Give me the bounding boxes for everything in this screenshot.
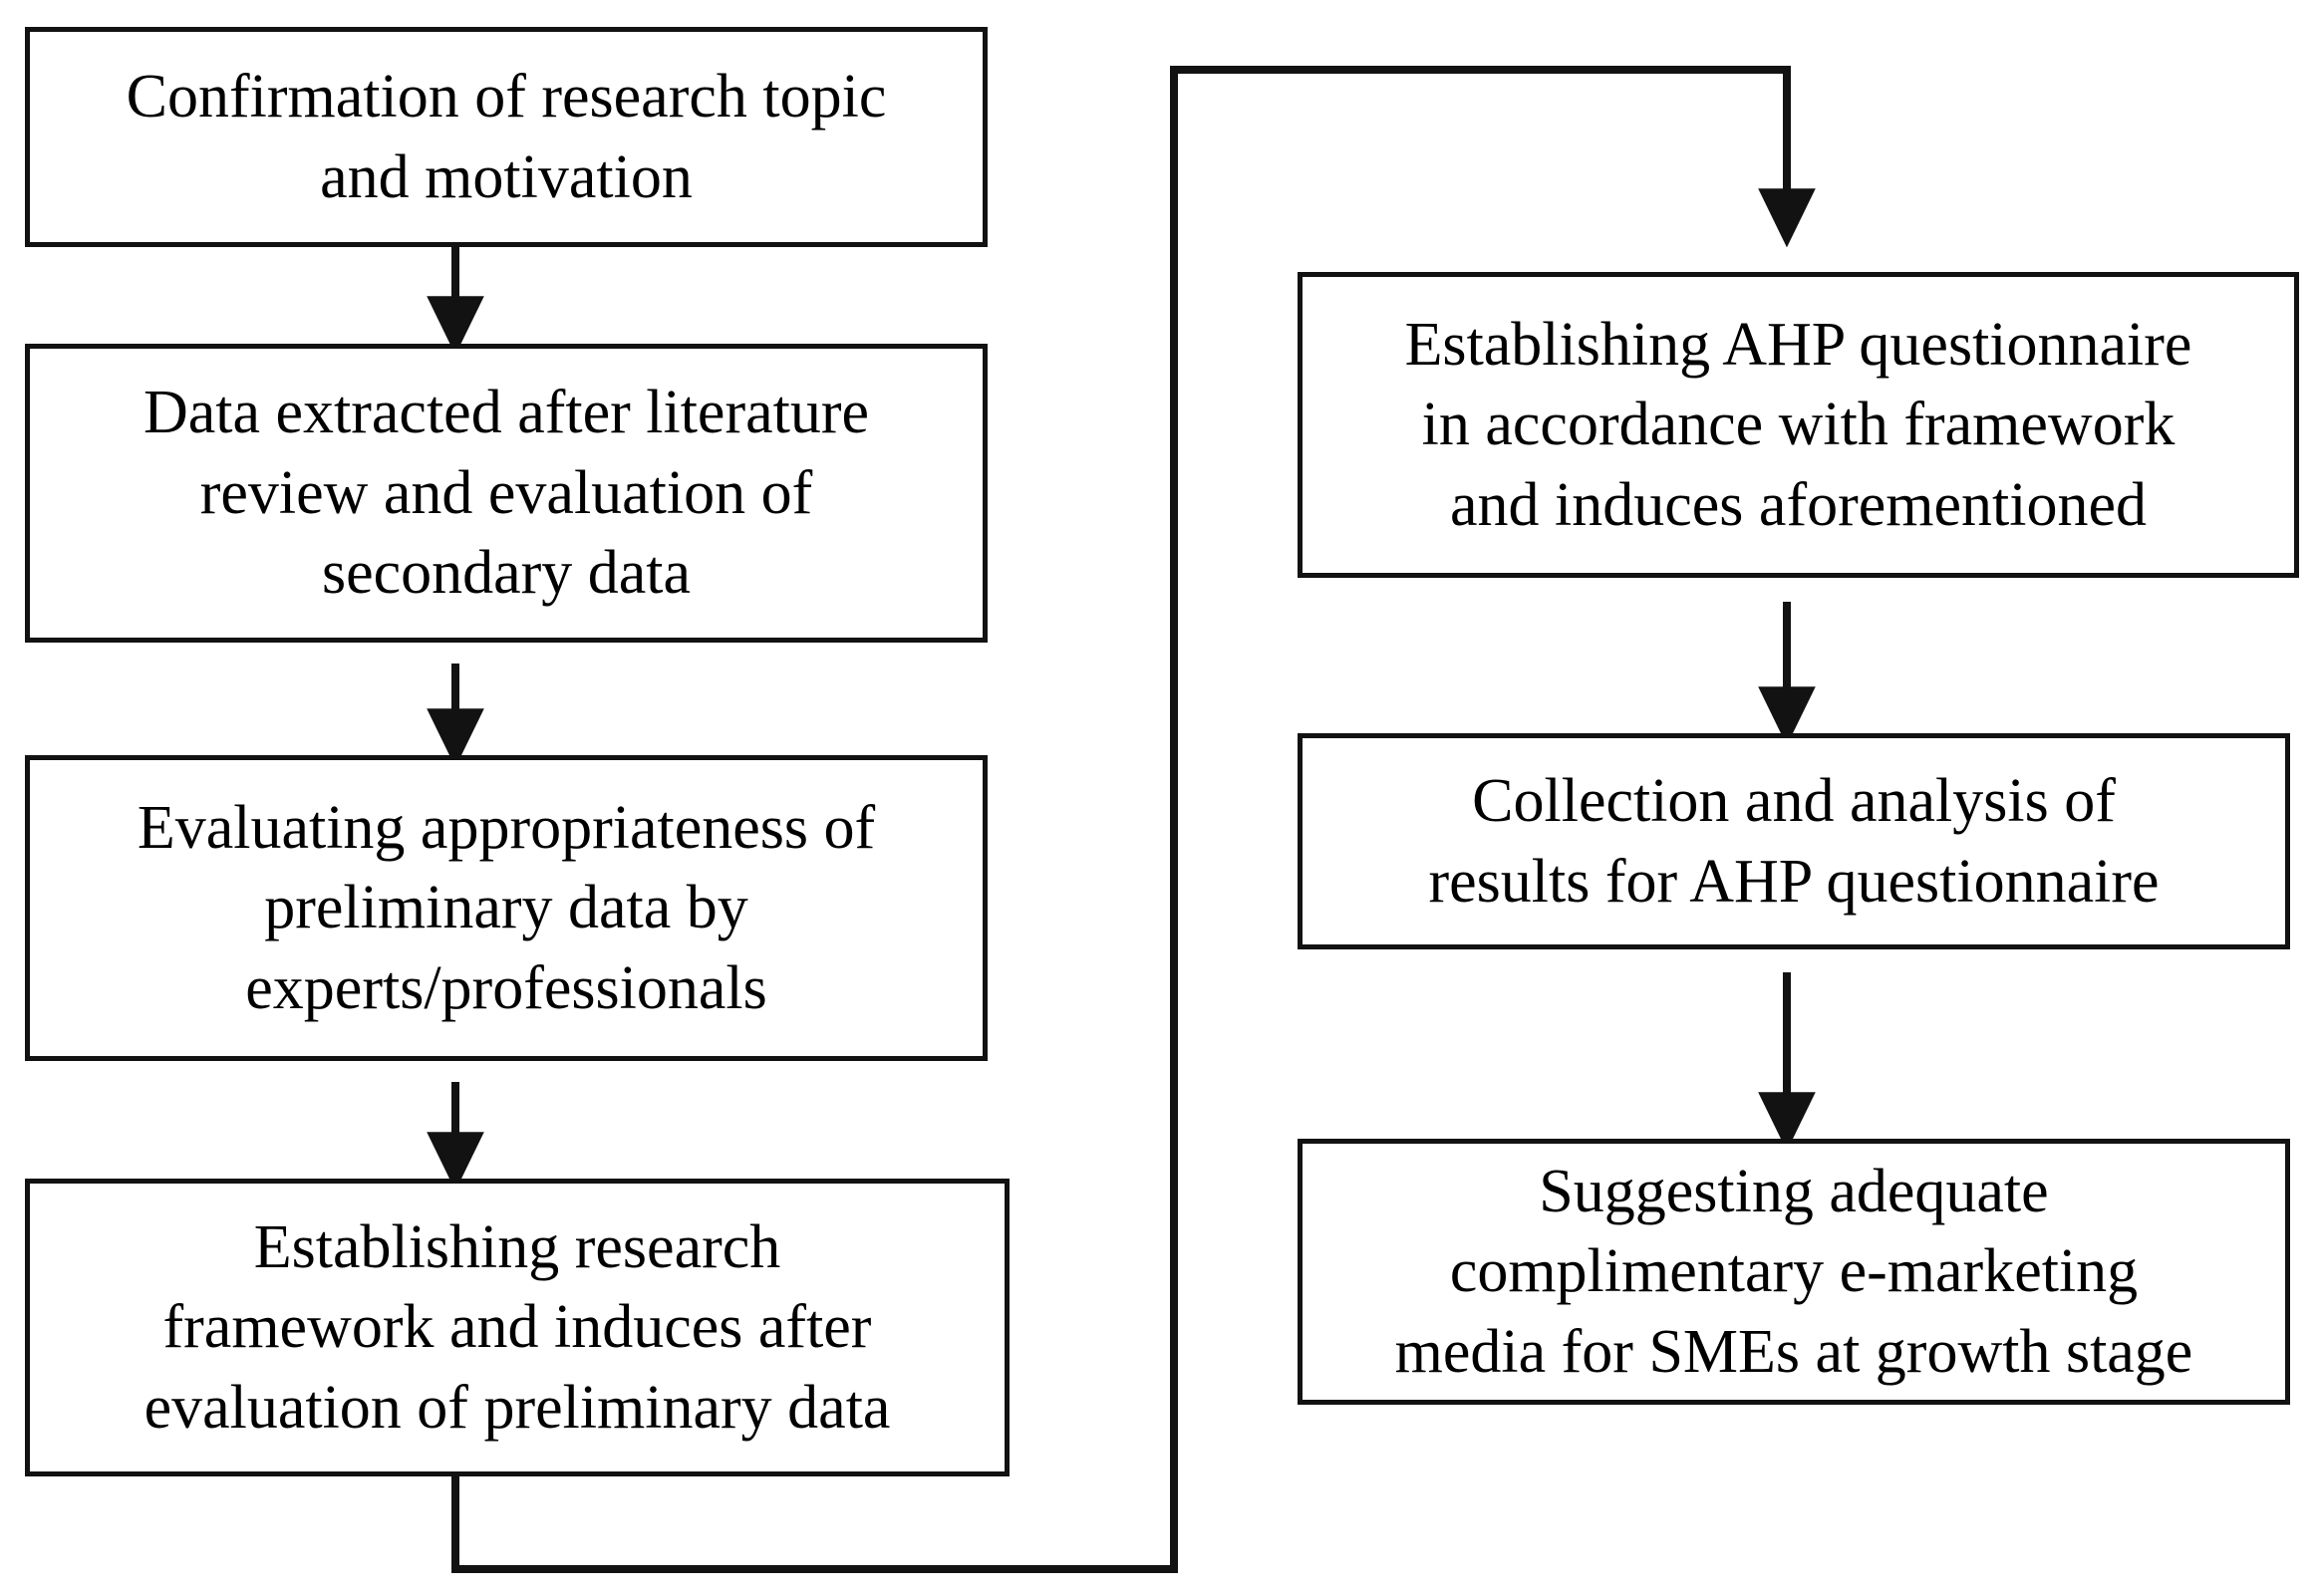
node-label: Establishing research framework and indu… [144, 1212, 891, 1442]
node-label: Confirmation of research topic and motiv… [126, 62, 887, 211]
node-evaluating-appropriateness-of-preliminary-data[interactable]: Evaluating appropriateness of preliminar… [25, 755, 988, 1061]
node-establishing-ahp-questionnaire[interactable]: Establishing AHP questionnaire in accord… [1298, 272, 2299, 578]
node-label: Evaluating appropriateness of preliminar… [137, 793, 876, 1022]
node-label: Collection and analysis of results for A… [1428, 766, 2160, 916]
node-suggesting-adequate-e-marketing-media[interactable]: Suggesting adequate complimentary e-mark… [1298, 1139, 2290, 1405]
node-label: Establishing AHP questionnaire in accord… [1404, 310, 2192, 539]
node-label: Data extracted after literature review a… [143, 379, 869, 608]
node-data-extracted-after-literature-review[interactable]: Data extracted after literature review a… [25, 344, 988, 643]
node-confirmation-of-research-topic[interactable]: Confirmation of research topic and motiv… [25, 27, 988, 247]
node-collection-and-analysis-of-results[interactable]: Collection and analysis of results for A… [1298, 733, 2290, 949]
node-establishing-research-framework[interactable]: Establishing research framework and indu… [25, 1179, 1010, 1476]
node-label: Suggesting adequate complimentary e-mark… [1394, 1157, 2193, 1386]
